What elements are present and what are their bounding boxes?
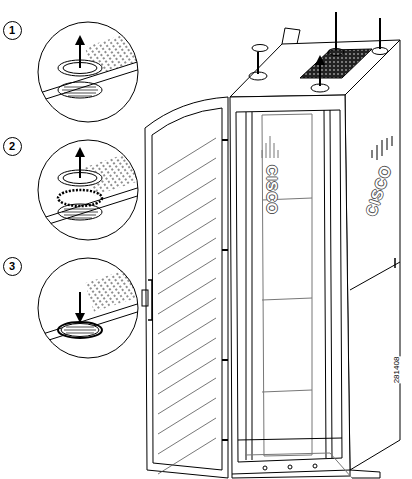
callout-circle: 3 <box>3 257 22 276</box>
callout-circle: 1 <box>3 21 22 40</box>
figure-number: 281408 <box>393 357 401 384</box>
callout-number: 2 <box>9 141 15 152</box>
callout-number: 1 <box>9 25 15 36</box>
callout-number: 3 <box>9 261 15 272</box>
logo-text: CISCO <box>265 165 279 214</box>
callout-circle: 2 <box>3 137 22 156</box>
